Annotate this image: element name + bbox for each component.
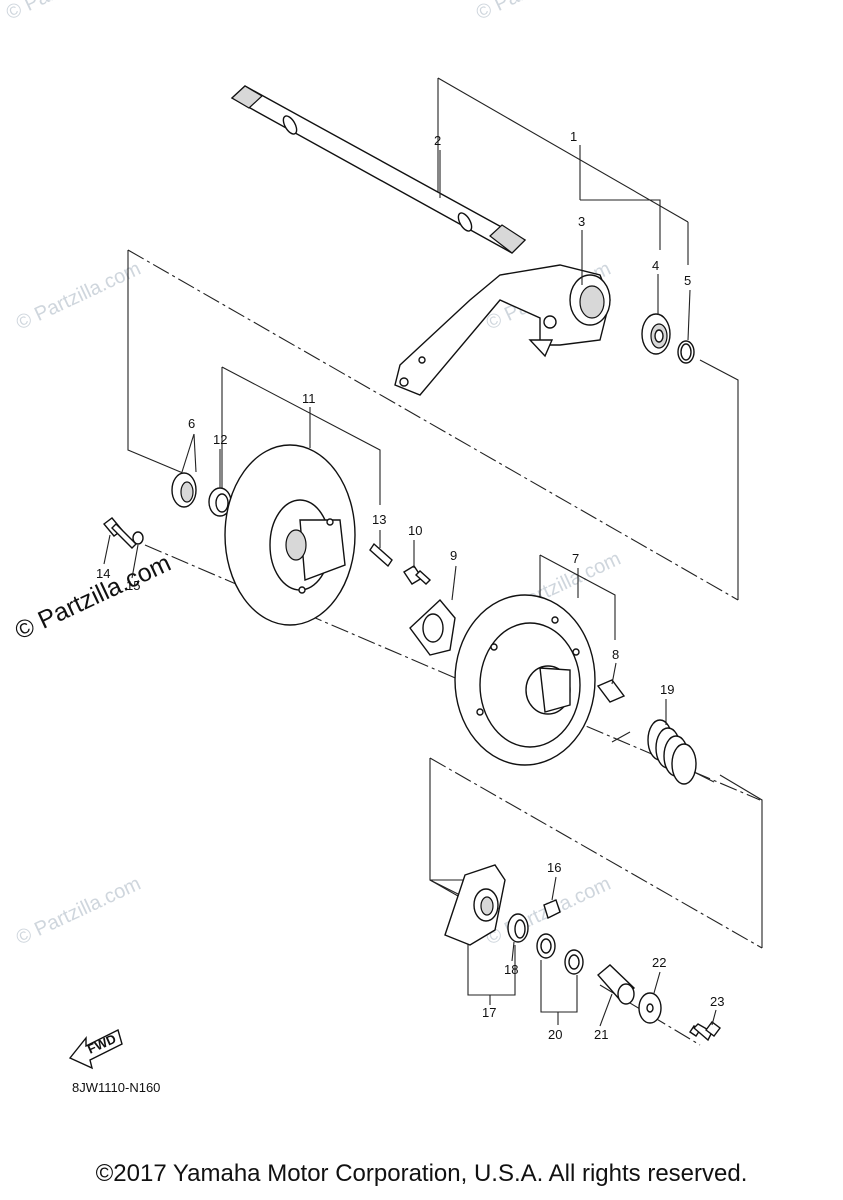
watermark: © Partzilla.com xyxy=(473,0,604,25)
exploded-parts-diagram: © Partzilla.com © Partzilla.com © Partzi… xyxy=(3,0,763,1095)
callout-4: 4 xyxy=(652,258,659,273)
cam-part xyxy=(444,864,506,946)
washer-20a-part xyxy=(536,933,556,959)
callout-17: 17 xyxy=(482,1005,496,1020)
callout-15: 15 xyxy=(126,578,140,593)
slider-part xyxy=(596,679,626,703)
parts xyxy=(102,85,721,1042)
bolt-23-part xyxy=(689,1021,721,1042)
support-arm-part xyxy=(394,264,611,396)
gasket-part xyxy=(409,598,456,656)
bushing-part xyxy=(507,913,529,943)
callout-14: 14 xyxy=(96,566,110,581)
callout-22: 22 xyxy=(652,955,666,970)
drive-shaft-part xyxy=(230,85,527,254)
callout-11: 11 xyxy=(302,391,316,406)
callout-23: 23 xyxy=(710,994,724,1009)
spring-part xyxy=(611,719,715,785)
callout-16: 16 xyxy=(547,860,561,875)
leader-lines xyxy=(103,150,717,1027)
bolt-14-part xyxy=(102,517,137,549)
group-brackets xyxy=(127,77,763,1046)
watermark-prominent: © Partzilla.com xyxy=(11,549,176,646)
copyright-footer: ©2017 Yamaha Motor Corporation, U.S.A. A… xyxy=(95,1160,748,1187)
fixed-sheave-part xyxy=(224,444,356,626)
callout-3: 3 xyxy=(578,214,585,229)
callout-20: 20 xyxy=(548,1027,562,1042)
bearing-12-part xyxy=(208,487,232,517)
washer-22-part xyxy=(638,992,662,1024)
callout-13: 13 xyxy=(372,512,386,527)
nut-part xyxy=(543,899,561,919)
callout-8: 8 xyxy=(612,647,619,662)
oil-seal-part xyxy=(171,472,197,508)
callout-7: 7 xyxy=(572,551,579,566)
fwd-arrow-icon: FWD xyxy=(68,1028,123,1070)
collar-part xyxy=(596,964,636,1005)
callout-10: 10 xyxy=(408,523,422,538)
callout-9: 9 xyxy=(450,548,457,563)
stud-bolt-part xyxy=(369,542,393,568)
bearing-part xyxy=(641,313,671,355)
bolt-10-part xyxy=(403,565,432,585)
diagram-code: 8JW1110-N160 xyxy=(72,1080,160,1095)
washer-15-part xyxy=(132,531,144,545)
callout-5: 5 xyxy=(684,273,691,288)
callout-2: 2 xyxy=(434,133,441,148)
callout-21: 21 xyxy=(594,1027,608,1042)
watermark: © Partzilla.com xyxy=(3,0,134,25)
callout-1: 1 xyxy=(570,129,577,144)
callout-18: 18 xyxy=(504,962,518,977)
callout-12: 12 xyxy=(213,432,227,447)
callout-6: 6 xyxy=(188,416,195,431)
watermark: © Partzilla.com xyxy=(13,873,144,950)
callout-19: 19 xyxy=(660,682,674,697)
movable-sheave-part xyxy=(454,594,596,766)
callout-labels: 1 2 3 4 5 6 7 8 9 10 11 12 13 14 15 16 1… xyxy=(96,129,724,1042)
circlip-part xyxy=(677,340,695,364)
washer-20b-part xyxy=(564,949,584,975)
watermark: © Partzilla.com xyxy=(13,258,144,335)
